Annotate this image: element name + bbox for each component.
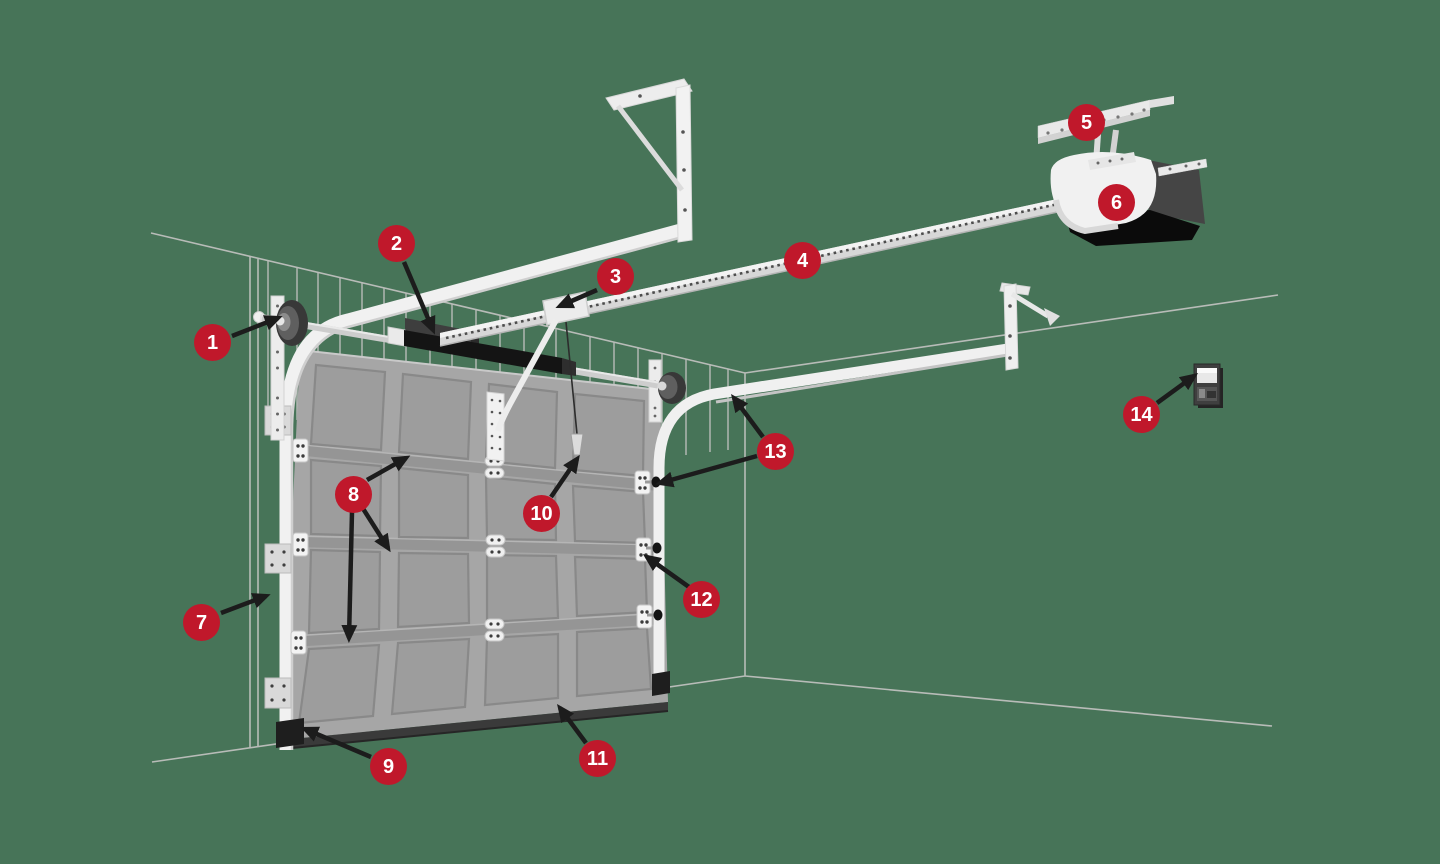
door-panel xyxy=(390,637,471,716)
hinge xyxy=(292,438,309,463)
callout-badge-14: 14 xyxy=(1123,396,1160,433)
callout-badge-11: 11 xyxy=(579,740,616,777)
door-panel xyxy=(575,626,653,698)
door-arm xyxy=(495,318,559,432)
room-outline xyxy=(150,232,1279,763)
callout-badge-7: 7 xyxy=(183,604,220,641)
callout-badge-9: 9 xyxy=(370,748,407,785)
door-panel xyxy=(309,363,387,452)
tracks xyxy=(279,78,1060,750)
garage-door xyxy=(281,349,669,750)
release-cord xyxy=(565,321,578,435)
wall-control xyxy=(1193,363,1223,408)
hinge xyxy=(290,630,307,655)
door-panel xyxy=(483,632,560,707)
hinge xyxy=(292,532,309,557)
door-panel xyxy=(396,551,471,629)
callout-badge-3: 3 xyxy=(597,258,634,295)
door-panel xyxy=(573,555,649,618)
callout-badge-12: 12 xyxy=(683,581,720,618)
bottom-bracket-left xyxy=(276,718,304,748)
callout-badge-10: 10 xyxy=(523,495,560,532)
callout-badge-13: 13 xyxy=(757,433,794,470)
door-panel xyxy=(485,553,560,624)
callout-badge-4: 4 xyxy=(784,242,821,279)
callout-badge-1: 1 xyxy=(194,324,231,361)
opener-unit-group xyxy=(1037,96,1208,246)
winding-cone xyxy=(387,326,406,347)
door-panel xyxy=(571,484,647,545)
door-panel xyxy=(307,548,382,635)
door-panel xyxy=(571,392,646,478)
opener-door-bracket xyxy=(486,391,505,462)
callout-badge-8: 8 xyxy=(335,476,372,513)
bottom-bracket-right xyxy=(652,671,670,696)
door-panel xyxy=(397,466,470,540)
right-track-hanger xyxy=(999,282,1060,371)
door-panel xyxy=(297,643,381,725)
release-handle xyxy=(570,433,584,456)
wall-control-button xyxy=(1199,389,1205,398)
right-track xyxy=(653,342,1015,692)
callout-arrows xyxy=(220,261,1199,760)
cable-drum-right xyxy=(657,372,686,404)
door-panels xyxy=(297,363,653,725)
callout-badge-2: 2 xyxy=(378,225,415,262)
left-track-hanger xyxy=(605,78,693,243)
door-panel xyxy=(397,372,473,461)
callout-badge-6: 6 xyxy=(1098,184,1135,221)
opener-rail-group xyxy=(439,198,1063,456)
callout-badge-5: 5 xyxy=(1068,104,1105,141)
